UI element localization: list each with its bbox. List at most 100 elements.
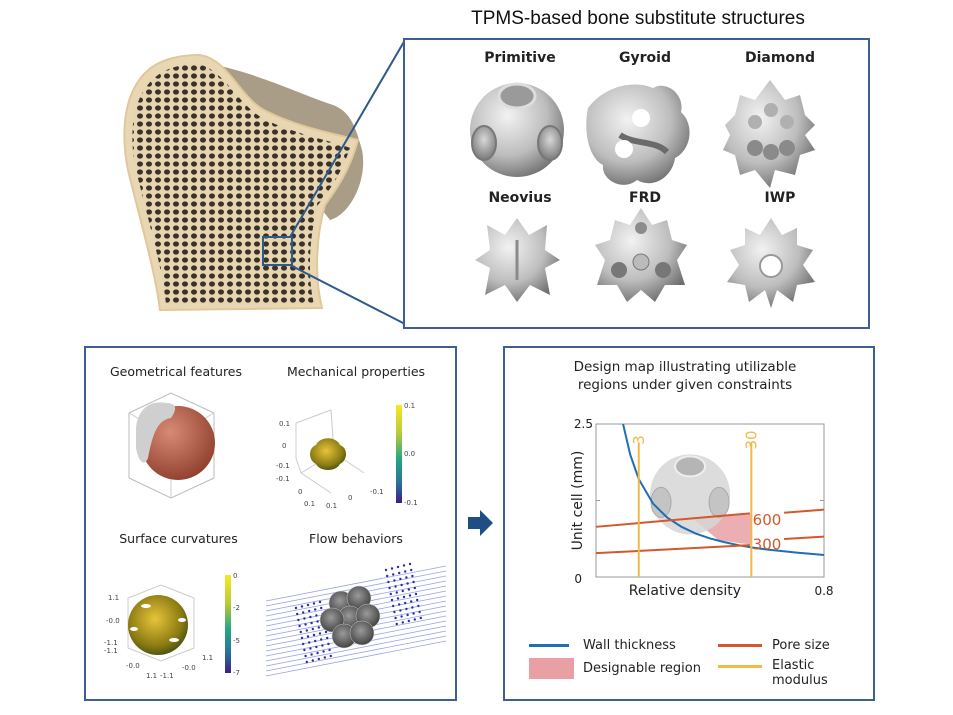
flow-particle [309,647,312,650]
flow-particle [329,654,332,658]
flow-behavior-plot [265,562,447,677]
curv-colorbar-label: -5 [233,637,240,645]
flow-particle [316,620,319,623]
surface-curvature-plot [127,575,231,673]
y-tick-label-bottom: 0 [574,572,582,586]
flow-particle [326,636,329,640]
flow-particle [328,648,331,652]
flow-particle [304,623,307,626]
flow-particle [318,632,322,635]
flow-streamline [265,565,447,602]
x-axis-label: Relative density [629,583,741,599]
flow-particle [317,626,320,629]
flow-particle [418,610,421,614]
curv-tick: -0.0 [126,662,140,670]
mechanical-colorbar [396,405,402,503]
flow-particle [400,583,403,587]
pore-size-line [784,535,825,541]
mech-tick: 0.1 [279,420,290,428]
flow-particle [412,580,415,584]
mech-tick: -0.1 [276,475,290,483]
flow-particle [306,635,310,638]
flow-particle [395,591,398,594]
flow-particle [299,630,302,634]
flow-particle [302,642,305,646]
structure-label-frd: FRD [629,190,661,206]
flow-particle [417,604,420,608]
flow-particle [395,622,398,626]
flow-particle [399,609,402,612]
flow-particle [300,636,304,640]
structure-label-iwp: IWP [764,190,796,206]
flow-particle [390,598,394,602]
flow-particle [408,594,412,597]
flow-particle [317,657,320,661]
mech-tick: -0.1 [276,462,290,470]
flow-particle [303,648,306,652]
flow-particle [315,614,318,617]
mechanical-properties-plot [295,405,402,503]
mech-colorbar-label: -0.1 [404,499,418,507]
flow-particle [400,615,403,618]
flow-particle [411,606,414,609]
flow-particle [393,579,396,582]
tpms-structures-panel: Primitive Gyroid Diamond Neovius FRD IWP [403,38,870,329]
mech-colorbar-label: 0.0 [404,450,415,458]
curv-tick: -1.1 [104,647,118,655]
flow-streamline [265,640,447,677]
flow-scaffold-cell [349,620,375,646]
curv-colorbar-label: -2 [233,604,240,612]
mech-tick: 0 [348,494,352,502]
mech-tick: 0 [298,488,302,496]
flow-particle [410,600,413,603]
flow-particle [413,586,416,590]
annotation-modulus-30: 30 [742,430,760,449]
annotation-pore-300: 300 [753,535,782,553]
flow-particle [389,592,392,596]
geometrical-cube-plot [128,392,215,499]
flow-particle [318,600,322,604]
design-map-title-line1: Design map illustrating utilizable [573,359,797,375]
pore-size-line [784,508,825,514]
unit-cell-right-opening [708,486,730,518]
flow-particle [315,645,318,649]
flow-particle [314,639,317,643]
curv-colorbar-label: 0 [233,572,237,580]
mech-tick: 0.1 [304,500,315,508]
unit-cell-top-opening [674,455,707,478]
flow-behaviors-title: Flow behaviors [309,531,403,546]
curv-tick: -0.0 [106,617,120,625]
annotation-pore-600: 600 [753,511,782,529]
unit-cell-left-opening [650,486,672,518]
mech-colorbar-label: 0.1 [404,402,415,410]
flow-particle [300,605,304,608]
flow-particle [298,624,301,628]
zoom-line-bottom [289,264,406,325]
legend-swatch-designable-region [529,658,574,679]
legend-swatch-elastic-modulus [718,665,762,668]
mech-tick: 0.1 [326,502,337,510]
annotation-modulus-3: 3 [630,435,648,445]
flow-particle [320,606,323,610]
flow-particle [399,577,402,581]
flow-particle [394,585,397,588]
flow-particle [398,603,401,606]
legend-swatch-pore-size [718,644,762,647]
diamond-structure-icon [723,80,815,188]
flow-particle [294,606,298,610]
flow-particle [303,617,306,620]
flow-particle [305,660,308,664]
flow-particle [302,611,305,614]
legend-label-elastic-modulus: Elastic modulus [772,658,828,688]
flow-particle [321,644,324,647]
curv-tick: 1.1 [146,672,157,680]
surface-curvatures-title: Surface curvatures [119,531,238,546]
curv-tick: -0.0 [182,664,196,672]
iwp-structure-icon [727,218,815,308]
flow-particle [406,582,409,585]
flow-particle [314,608,317,611]
curv-tick: 1.1 [108,594,119,602]
flow-particle [406,613,409,617]
flow-particle [413,618,416,621]
